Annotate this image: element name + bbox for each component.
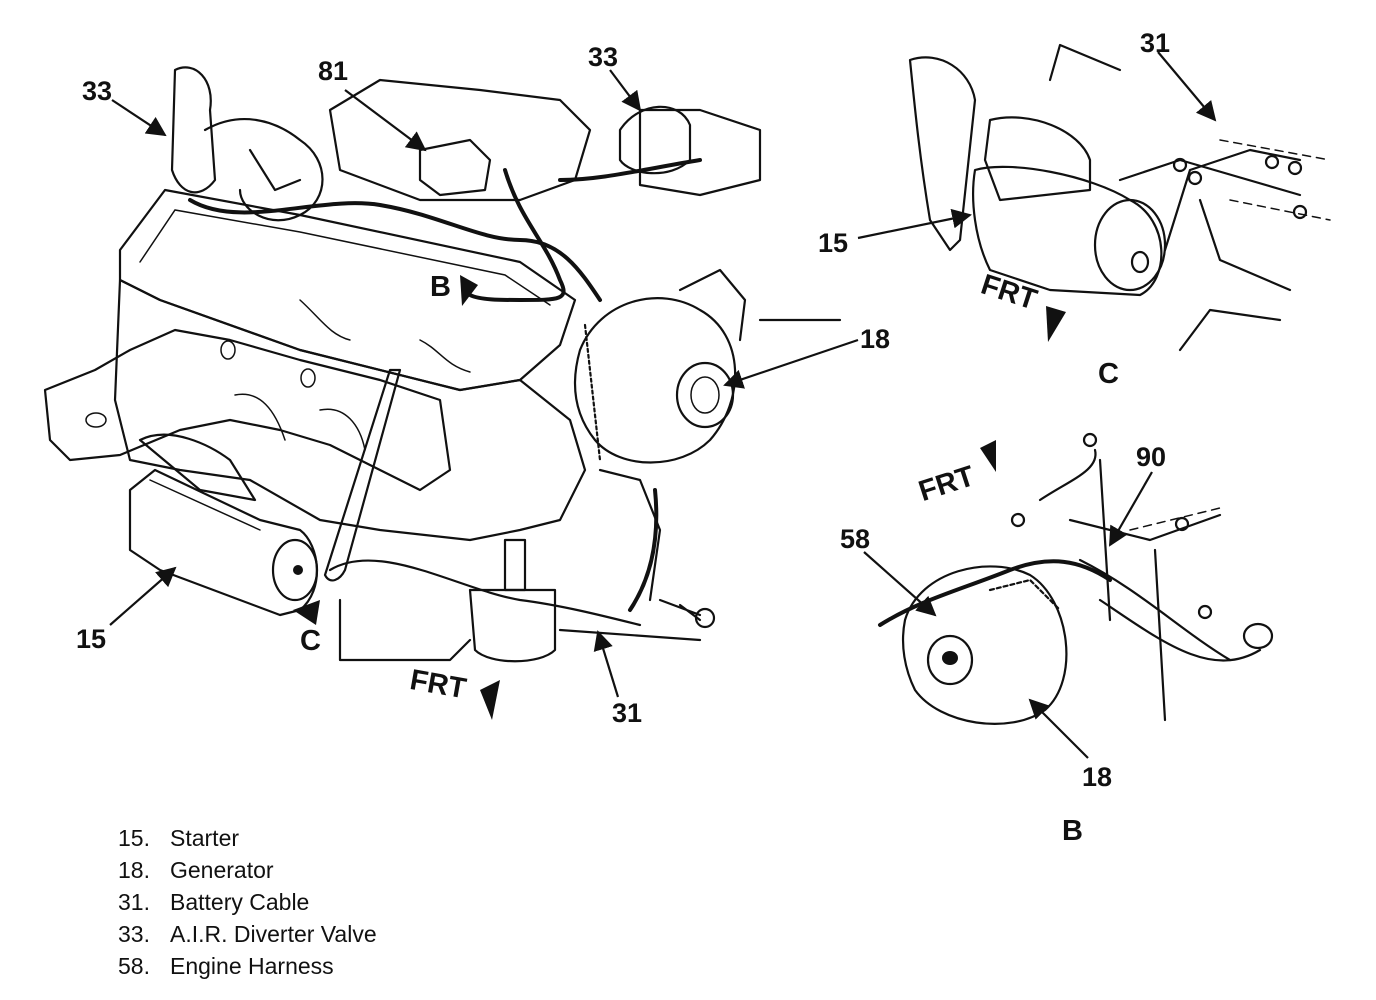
front-indicator-c: FRT [977,269,1041,317]
callout-58-detail-b: 58 [840,524,870,554]
legend: 15.Starter 18.Generator 31.Battery Cable… [118,822,377,982]
view-c-reference: C [300,625,321,657]
callout-15: 15 [76,624,106,654]
view-label-b: B [1062,815,1083,847]
callout-18: 18 [860,324,890,354]
air-diverter-valve-right [618,105,692,175]
callout-15-detail-c: 15 [818,228,848,258]
front-arrow-b-icon [980,440,996,472]
callout-81: 81 [318,56,348,86]
view-b-reference: B [430,271,451,303]
legend-item: 58.Engine Harness [118,953,334,979]
front-arrow-main-icon [480,680,500,720]
generator [573,268,842,464]
starter [128,433,319,617]
callout-33: 33 [82,76,112,106]
legend-item: 18.Generator [118,857,274,883]
oil-filter [468,588,557,663]
detail-view-c [908,43,1331,352]
callout-31-detail-c: 31 [1140,28,1170,58]
callout-90-detail-b: 90 [1136,442,1166,472]
generator-detail-b [901,565,1068,725]
callout-31: 31 [612,698,642,728]
engine-block [113,278,587,542]
exhaust-manifold [43,328,452,492]
air-diverter-valve-left [170,66,217,194]
component-81 [418,138,492,197]
callout-33-right: 33 [588,42,618,72]
view-label-c: C [1098,358,1119,390]
starter-detail-c [972,165,1163,297]
engine-harness-detail-b [878,559,1112,627]
legend-item: 31.Battery Cable [118,889,310,915]
front-indicator-b: FRT [915,460,979,508]
front-indicator-main: FRT [408,664,469,705]
valve-cover [118,188,577,392]
legend-item: 33.A.I.R. Diverter Valve [118,921,377,947]
arrow-c-icon [293,600,320,625]
battery-cable [328,559,642,627]
engine-harness-top [188,198,602,302]
front-arrow-c-icon [1046,306,1066,342]
main-engine-view [43,66,842,663]
callout-18-detail-b: 18 [1082,762,1112,792]
arrow-b-icon [460,275,478,306]
legend-item: 15.Starter [118,825,240,851]
